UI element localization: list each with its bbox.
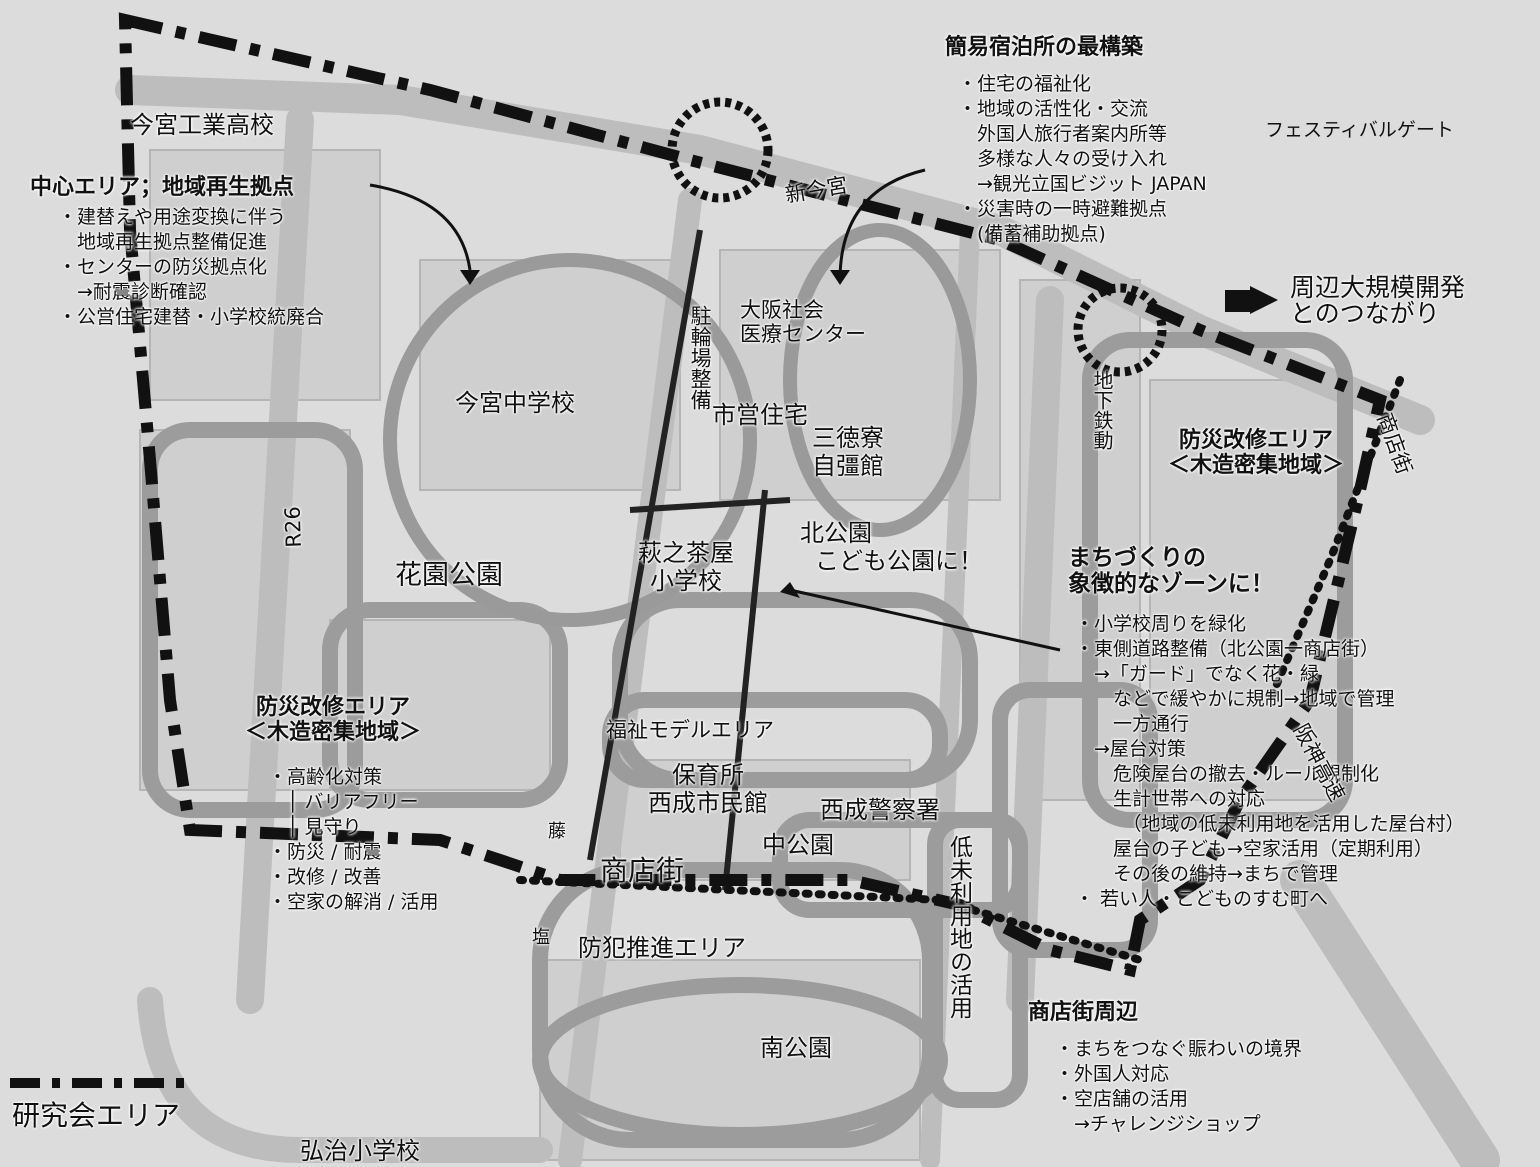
- central-area-list: ・建替えや用途変換に伴う 地域再生拠点整備促進 ・センターの防災拠点化 →耐震診…: [58, 205, 324, 330]
- disaster-east-line2: ＜木造密集地域＞: [1168, 453, 1345, 479]
- list-item: ・高齢化対策: [268, 766, 383, 788]
- zone-outlines: [142, 332, 1353, 1148]
- list-item: ・まちをつなぐ賑わいの境界: [1055, 1038, 1303, 1060]
- kita-park-line2: こども公園に！: [815, 546, 983, 575]
- disaster-west-line2: ＜木造密集地域＞: [245, 720, 422, 746]
- list-item: ・空家の解消 / 活用: [268, 891, 439, 913]
- city-housing-label: 市営住宅: [712, 401, 808, 429]
- nursery-label: 保育所 西成市民館: [648, 761, 768, 817]
- disaster-east-title: 防災改修エリア ＜木造密集地域＞: [1168, 428, 1344, 479]
- santoku-line: 三徳寮: [812, 424, 884, 452]
- list-item: ・センターの防災拠点化: [58, 256, 268, 278]
- list-item: ・外国人対応: [1055, 1063, 1170, 1085]
- list-item: ・公営住宅建替・小学校統廃合: [58, 306, 325, 328]
- list-item: 危険屋台の撤去・ルール規制化: [1075, 763, 1380, 785]
- list-item: │ バリアフリー: [268, 791, 419, 813]
- hagi-elem-label: 萩之茶屋 小学校: [638, 539, 734, 595]
- list-item: 一方通行: [1075, 713, 1190, 735]
- center-axis: [587, 229, 791, 891]
- focus-circles: [383, 223, 977, 627]
- symbol-zone-line1: まちづくりの: [1068, 545, 1206, 571]
- kita-park-line1: 北公園: [800, 519, 872, 547]
- list-item: ・地域の活性化・交流: [958, 98, 1149, 120]
- imamiya-tech-high-label: 今宮工業高校: [130, 111, 274, 139]
- list-item: 多様な人々の受け入れ: [958, 148, 1168, 170]
- symbol-zone-title: まちづくりの 象徴的なゾーンに！: [1068, 545, 1274, 598]
- central-area-title: 中心エリア；地域再生拠点: [30, 175, 295, 200]
- list-item: ・ 若い人・こどものすむ町へ: [1075, 888, 1329, 910]
- pointer-arrows: [369, 168, 1061, 652]
- list-item: 屋台の子ども→空家活用（定期利用）: [1075, 838, 1433, 860]
- koji-elem-label: 弘治小学校: [300, 1137, 420, 1165]
- list-item: 生計世帯への対応: [1075, 788, 1266, 810]
- low-use-land-label: 低未利用地の活用: [945, 835, 972, 1019]
- list-item: │ 見守り: [268, 816, 362, 838]
- jikyokan-line: 自彊館: [812, 451, 884, 480]
- subway-label: 地下鉄動: [1090, 370, 1114, 450]
- hanazono-park-label: 花園公園: [395, 560, 503, 591]
- list-item: (備蓄補助拠点): [958, 223, 1106, 245]
- hagi-elem-line2: 小学校: [650, 566, 722, 595]
- list-item: →チャレンジショップ: [1055, 1113, 1261, 1135]
- disaster-west-list: ・高齢化対策 │ バリアフリー │ 見守り ・防災 / 耐震 ・改修 / 改善 …: [268, 765, 438, 915]
- list-item: ・建替えや用途変換に伴う: [58, 206, 287, 228]
- festival-gate-label: フェスティバルゲート: [1265, 119, 1454, 141]
- doya-list: ・住宅の福祉化 ・地域の活性化・交流 外国人旅行者案内所等 多様な人々の受け入れ…: [958, 72, 1207, 247]
- list-item: その後の維持→まちで管理: [1075, 863, 1338, 885]
- osaka-med-label: 大阪社会 医療センター: [740, 298, 866, 346]
- osaka-med-line2: 医療センター: [740, 322, 866, 347]
- legend-label: 研究会エリア: [12, 1099, 181, 1132]
- list-item: →「ガード」でなく花・緑: [1075, 663, 1319, 685]
- list-item: ・空店舗の活用: [1055, 1088, 1189, 1110]
- nursery-line: 保育所: [672, 761, 744, 789]
- list-item: ・防災 / 耐震: [268, 841, 382, 863]
- nishinari-hall-line: 西成市民館: [648, 788, 768, 817]
- crime-prevention-label: 防犯推進エリア: [578, 934, 746, 962]
- list-item: →観光立国ビジット JAPAN: [958, 173, 1207, 195]
- kita-park-label: 北公園 こども公園に！: [800, 519, 983, 575]
- shopping-street-line: [516, 376, 1404, 964]
- osaka-med-line1: 大阪社会: [740, 298, 824, 322]
- list-item: ・住宅の福祉化: [958, 73, 1092, 95]
- shotengai-label: 商店街: [600, 854, 685, 887]
- ko1-label: 藤: [548, 821, 566, 842]
- symbol-zone-list: ・小学校周りを緑化 ・東側道路整備（北公園一商店街） →「ガード」でなく花・緑 …: [1075, 612, 1465, 912]
- list-item: （地域の低未利用地を活用した屋台村）: [1075, 813, 1465, 835]
- hagi-elem-line1: 萩之茶屋: [638, 539, 734, 567]
- shopping-around-list: ・まちをつなぐ賑わいの境界 ・外国人対応 ・空店舗の活用 →チャレンジショップ: [1055, 1037, 1302, 1137]
- list-item: ・改修 / 改善: [268, 866, 382, 888]
- symbol-zone-line2: 象徴的なゾーンに！: [1068, 571, 1274, 598]
- naka-park-label: 中公園: [762, 831, 834, 859]
- disaster-east-line1: 防災改修エリア: [1179, 428, 1334, 453]
- list-item: 外国人旅行者案内所等: [958, 123, 1168, 145]
- surrounding-dev-line1: 周辺大規模開発: [1290, 273, 1466, 302]
- disaster-west-line1: 防災改修エリア: [256, 695, 411, 720]
- r26-label: R26: [280, 505, 306, 548]
- imamiya-jhs-label: 今宮中学校: [455, 389, 575, 417]
- ko2-label: 塩: [532, 927, 550, 948]
- disaster-west-title: 防災改修エリア ＜木造密集地域＞: [245, 695, 421, 746]
- list-item: などで緩やかに規制→地域で管理: [1075, 688, 1395, 710]
- welfare-model-label: 福祉モデルエリア: [606, 718, 774, 742]
- list-item: ・災害時の一時避難拠点: [958, 198, 1168, 220]
- list-item: ・東側道路整備（北公園一商店街）: [1075, 638, 1380, 660]
- surrounding-dev-title: 周辺大規模開発 とのつながり: [1290, 273, 1466, 329]
- shopping-around-title: 商店街周辺: [1028, 1000, 1139, 1025]
- list-item: ・小学校周りを緑化: [1075, 613, 1247, 635]
- list-item: →屋台対策: [1075, 738, 1186, 760]
- gate-circles: [667, 97, 1167, 377]
- list-item: 地域再生拠点整備促進: [58, 231, 268, 253]
- research-area-boundary: [118, 12, 1387, 978]
- doya-title: 簡易宿泊所の最構築: [945, 35, 1144, 60]
- bicycle-parking-label: 駐輪場整備: [688, 305, 713, 410]
- surrounding-dev-line2: とのつながり: [1290, 299, 1440, 329]
- list-item: →耐震診断確認: [58, 281, 207, 303]
- nishinari-police-label: 西成警察署: [820, 796, 940, 824]
- santoku-label: 三徳寮 自彊館: [812, 424, 884, 480]
- minami-park-label: 南公園: [760, 1034, 832, 1062]
- pointer-arrow-heads: [460, 270, 850, 598]
